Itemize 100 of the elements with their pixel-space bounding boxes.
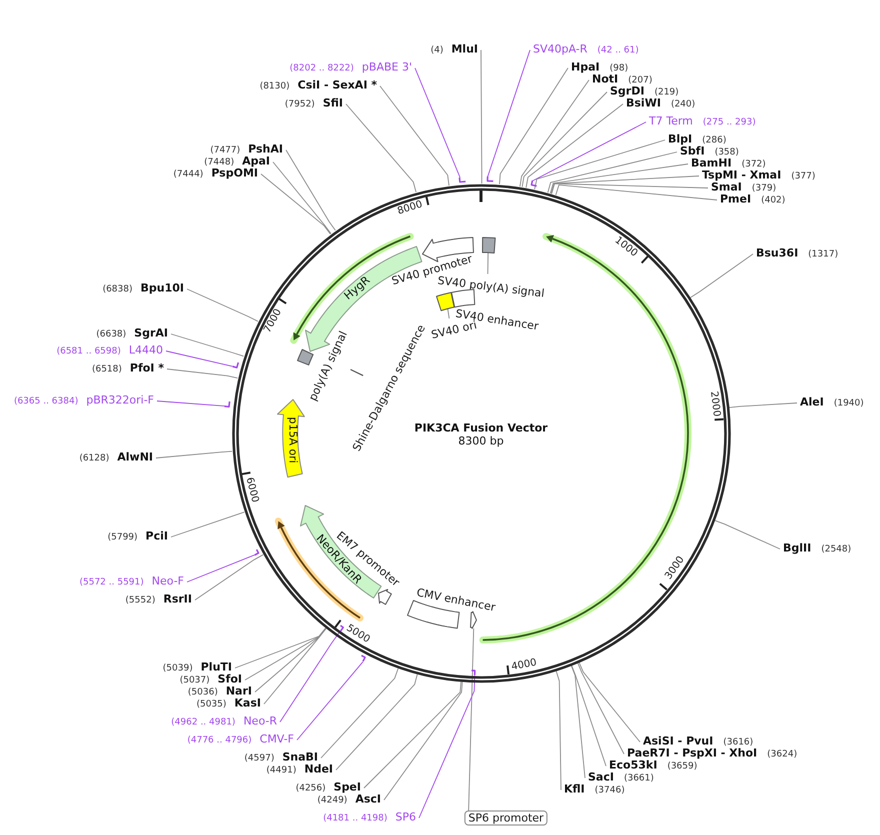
- leader-line: [170, 334, 244, 357]
- leader-line: [244, 628, 326, 680]
- leader-line: [272, 162, 332, 234]
- origin-feature: [276, 398, 306, 480]
- leader-line: [170, 512, 245, 538]
- leader-line: [380, 86, 450, 186]
- leader-line: [194, 554, 264, 600]
- leader-line: [414, 68, 460, 178]
- leader-line: [487, 50, 530, 178]
- site-label: SbfI (358): [680, 146, 739, 158]
- site-label: BsiWI (240): [626, 98, 696, 110]
- leader-line: [526, 104, 624, 188]
- site-label: AleI (1940): [800, 396, 864, 410]
- scale-label: 4000: [510, 657, 538, 673]
- primer-mark: [486, 175, 495, 183]
- primer-mark: [470, 669, 476, 677]
- primer-mark: [338, 624, 345, 632]
- leader-line: [447, 308, 450, 319]
- site-label: SacI (3661): [588, 772, 654, 784]
- leader-line: [234, 628, 326, 668]
- leader-line: [571, 665, 606, 766]
- primer-label: SV40pA-R (42 .. 61): [533, 44, 639, 56]
- site-label: BglII (2548): [783, 542, 852, 556]
- site-label: Eco53kI (3659): [609, 760, 698, 772]
- leader-line: [578, 662, 640, 742]
- promoter-feature: [377, 588, 394, 606]
- leader-line: [320, 668, 399, 758]
- leader-line: [550, 164, 688, 194]
- site-label: (4256) SpeI: [296, 782, 361, 794]
- feature-name: p15A ori: [286, 416, 300, 464]
- site-label: (4597) SnaBI: [244, 752, 318, 764]
- leader-line: [556, 670, 562, 790]
- signal-box: [480, 236, 496, 254]
- leader-line: [577, 662, 624, 754]
- origin-box: [435, 290, 456, 312]
- site-label: HpaI (98): [571, 62, 628, 74]
- site-label: (7444) PspOMI: [173, 168, 258, 180]
- promoter-feature: [469, 610, 478, 630]
- site-label: BlpI (286): [668, 134, 726, 146]
- site-label: (5035) KasI: [196, 698, 261, 710]
- leader-line: [714, 520, 780, 550]
- scale-label: 6000: [244, 476, 260, 504]
- plasmid-size: 8300 bp: [458, 434, 504, 448]
- scale-label: 8000: [396, 198, 424, 217]
- site-label: TspMI - XmaI (377): [702, 170, 816, 182]
- site-label: NotI (207): [592, 74, 652, 86]
- site-label: (5037) SfoI: [180, 674, 242, 686]
- site-label: SgrDI (219): [610, 86, 679, 98]
- site-label: (6518) PfoI *: [92, 362, 164, 376]
- leader-line: [418, 674, 476, 818]
- leader-line: [260, 174, 331, 235]
- site-label: AsiSI - PvuI (3616): [643, 736, 754, 748]
- leader-line: [534, 140, 666, 190]
- site-label: (5552) RsrII: [125, 594, 192, 606]
- site-label: (4491) NdeI: [266, 764, 333, 776]
- primer-label: (4962 .. 4981) Neo-R: [171, 716, 277, 728]
- leader-line: [186, 554, 255, 582]
- primer-mark: [458, 176, 468, 184]
- site-label: SmaI (379): [711, 182, 776, 194]
- primer-mark: [252, 548, 260, 557]
- site-label: (4249) AscI: [317, 794, 381, 806]
- leader-line: [346, 104, 416, 193]
- site-label: (8130) CsiI - SexAI *: [260, 80, 377, 92]
- site-label: (7952) SfiI: [284, 98, 343, 110]
- leader-line: [570, 665, 586, 778]
- leader-line: [156, 400, 226, 407]
- leader-line: [254, 628, 326, 692]
- primer-label: (6365 .. 6384) pBR322ori-F: [14, 394, 154, 408]
- leader-line: [728, 402, 798, 408]
- leader-line: [487, 252, 489, 274]
- site-label: (4) MluI: [430, 44, 478, 56]
- leader-line: [364, 681, 462, 788]
- leader-line: [551, 183, 708, 194]
- primer-label: (8202 .. 8222) pBABE 3': [290, 62, 412, 74]
- primer-label: (5572 .. 5591) Neo-F: [79, 576, 184, 588]
- leader-line: [264, 628, 326, 704]
- site-label: (5036) NarI: [188, 686, 252, 698]
- leader-line: [690, 254, 754, 298]
- primer-mark: [360, 654, 366, 664]
- primer-label: (4181 .. 4198) SP6: [323, 812, 416, 824]
- leader-line: [532, 122, 646, 182]
- site-label: (6128) AlwNI: [79, 452, 153, 464]
- site-label: PmeI (402): [720, 194, 786, 206]
- site-label: (6838) Bpu10I: [102, 282, 184, 296]
- site-label: (5799) PciI: [108, 530, 168, 544]
- leader-line: [555, 184, 718, 200]
- primer-label: (6581 .. 6598) L4440: [56, 344, 163, 358]
- leader-line: [166, 350, 233, 367]
- leader-line: [480, 50, 482, 184]
- site-label: BamHI (372): [691, 158, 766, 170]
- leader-line: [280, 630, 341, 722]
- feature-label: SV40 poly(A) signal: [436, 274, 546, 300]
- leader-line: [156, 450, 233, 458]
- site-label: (6638) SgrAI: [96, 328, 168, 340]
- leader-line: [499, 68, 568, 185]
- leader-line: [468, 628, 474, 811]
- leader-line: [384, 681, 463, 800]
- feature-tick: [348, 368, 365, 378]
- feature-label: CMV enhancer: [416, 586, 496, 614]
- leader-line: [522, 92, 608, 188]
